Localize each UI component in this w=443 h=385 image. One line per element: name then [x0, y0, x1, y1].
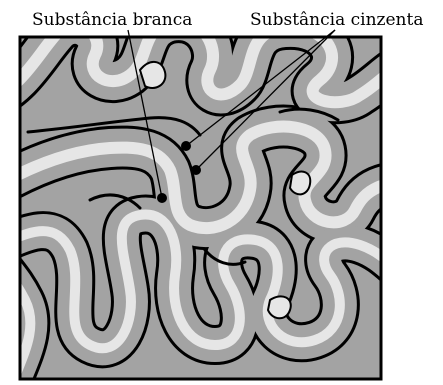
cortex-layers	[20, 37, 381, 379]
label-pointers	[127, 29, 336, 203]
gray-matter-dot-2	[191, 165, 201, 175]
white-matter-label: Substância branca	[32, 10, 192, 30]
gray-matter-label: Substância cinzenta	[250, 10, 423, 30]
white-matter-leader-line	[127, 29, 163, 199]
gray-matter-leader-line-2	[195, 29, 336, 171]
white-matter-dot	[157, 193, 167, 203]
white-matter-pockets	[138, 61, 312, 320]
gray-matter-leader-line-1	[185, 29, 336, 147]
sulci	[26, 107, 340, 266]
gray-matter-dot-1	[181, 141, 191, 151]
frame-border	[18, 35, 383, 381]
